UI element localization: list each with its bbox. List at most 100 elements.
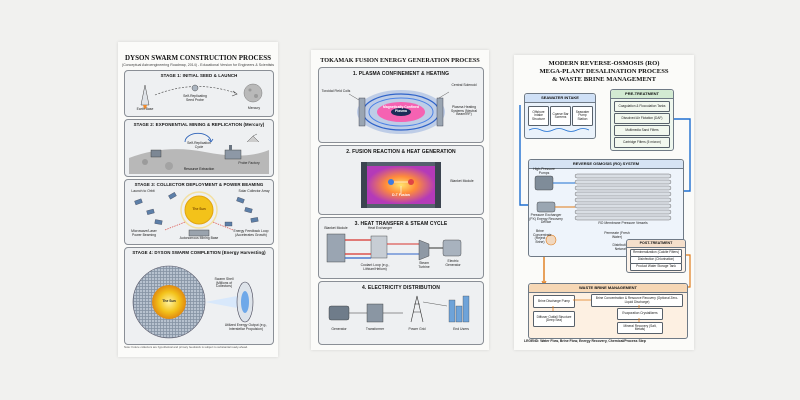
sun-icon xyxy=(184,195,214,225)
permeate-label: Permeate (Fresh Water) xyxy=(604,231,630,239)
electric-generator-icon xyxy=(442,239,462,257)
ro-desalination-panel: MODERN REVERSE-OSMOSIS (RO) MEGA-PLANT D… xyxy=(514,55,694,350)
step-3-illustration xyxy=(326,233,462,263)
stage-2-title: STAGE 2: EXPONENTIAL MINING & REPLICATIO… xyxy=(133,122,265,127)
transformer-icon xyxy=(366,303,384,323)
ro-system-illustration xyxy=(534,173,672,246)
intake-structure-box: Offshore Intake Structure xyxy=(528,106,549,126)
steam-turbine-icon xyxy=(418,239,430,261)
replication-cycle-label: Self-Replication Cycle xyxy=(187,141,211,149)
posttreatment-title: POST-TREATMENT xyxy=(627,240,685,248)
sand-filters-box: Multimedia Sand Filters xyxy=(614,125,670,136)
step-3-title: 3. HEAT TRANSFER & STEAM CYCLE xyxy=(354,221,448,227)
evaporation-box: Evaporation Crystallizers xyxy=(617,308,663,320)
tokamak-step-3: 3. HEAT TRANSFER & STEAM CYCLE Blanket M… xyxy=(318,217,484,279)
diffuser-outfall-box: Diffuser Outfall Structure (Deep Sea) xyxy=(533,311,575,327)
dyson-title: DYSON SWARM CONSTRUCTION PROCESS xyxy=(124,54,272,62)
step-2-blanket-label: Blanket Module xyxy=(450,179,474,183)
probe-factory-icon xyxy=(224,149,242,160)
probe-factory-label: Probe Factory xyxy=(238,161,260,165)
seed-probe-icon xyxy=(191,84,199,92)
pretreatment-title: PRE-TREATMENT xyxy=(611,90,673,99)
brine-flow-arrows xyxy=(552,299,640,322)
dyson-stage-1: STAGE 1: INITIAL SEED & LAUNCH Earth Bas… xyxy=(124,70,274,117)
power-grid-tower-icon xyxy=(410,295,424,323)
stage-3-sun-label: The Sun xyxy=(192,207,206,211)
rocket-icon xyxy=(140,84,150,106)
distribution-network-label: Distribution Network xyxy=(612,243,630,251)
launch-trajectory xyxy=(154,86,236,96)
seawater-intake-title: SEAWATER INTAKE xyxy=(525,94,595,103)
heat-exchanger-label: Heat Exchanger xyxy=(367,226,393,230)
mining-base-label: Autonomous Mining Base xyxy=(179,236,219,240)
brine-valve-icon xyxy=(545,234,557,246)
step-2-illustration xyxy=(361,162,441,208)
mining-base-icon xyxy=(188,229,210,237)
daf-box: Dissolved Air Flotation (DAF) xyxy=(614,113,670,124)
stage-2-illustration xyxy=(129,132,269,174)
probe-icon xyxy=(246,135,260,143)
generator-label: Generator xyxy=(331,327,347,331)
stage-4-sun-icon xyxy=(152,285,186,319)
step-1-illustration xyxy=(348,90,450,134)
tokamak-title: TOKAMAK FUSION ENERGY GENERATION PROCESS xyxy=(320,57,480,64)
fusion-reaction-label: D-T Fusion xyxy=(392,193,410,197)
pretreatment-section: PRE-TREATMENT Coagulation & Flocculation… xyxy=(610,89,674,151)
power-grid-label: Power Grid xyxy=(408,327,426,331)
storage-tank-box: Product Water Storage Tank xyxy=(630,263,682,271)
brine-recovery-box: Brine Concentration & Resource Recovery … xyxy=(591,294,683,307)
high-pressure-pump-icon xyxy=(534,175,554,191)
seed-probe-label: Self-Replicating Seed Probe xyxy=(183,94,207,102)
generator-icon xyxy=(328,305,350,321)
stage-1-title: STAGE 1: INITIAL SEED & LAUNCH xyxy=(160,73,238,78)
px-device-label: Pressure Exchanger (PX) Energy Recovery … xyxy=(529,213,563,225)
pump-station-box: Seawater Pump Station xyxy=(572,106,593,126)
end-users-icon xyxy=(448,295,470,323)
brine-concentrate-label: Brine Concentrate (Reject Brine) xyxy=(533,229,552,245)
step-2-title: 2. FUSION REACTION & HEAT GENERATION xyxy=(346,149,456,155)
intake-water-waves xyxy=(528,128,590,132)
ro-system-section: REVERSE OSMOSIS (RO) SYSTEM High-Pressur… xyxy=(528,159,684,257)
resource-extraction-label: Resource Extraction xyxy=(183,167,215,171)
transformer-label: Transformer xyxy=(365,327,385,331)
bar-screens-box: Coarse Bar Screens xyxy=(550,106,571,126)
dyson-swarm-panel: DYSON SWARM CONSTRUCTION PROCESS (Concep… xyxy=(118,42,278,357)
power-beam-lines xyxy=(164,221,234,231)
tokamak-step-4: 4. ELECTRICITY DISTRIBUTION Generator Tr… xyxy=(318,281,484,345)
ro-system-title: REVERSE OSMOSIS (RO) SYSTEM xyxy=(529,160,683,169)
dyson-stage-2: STAGE 2: EXPONENTIAL MINING & REPLICATIO… xyxy=(124,119,274,177)
tokamak-panel: TOKAMAK FUSION ENERGY GENERATION PROCESS… xyxy=(311,50,489,350)
field-coil-icon-right xyxy=(436,97,444,127)
tokamak-step-1: 1. PLASMA CONFINEMENT & HEATING Toroidal… xyxy=(318,67,484,143)
px-device-icon xyxy=(536,201,556,213)
ro-title-line-1: MODERN REVERSE-OSMOSIS (RO) xyxy=(548,60,660,67)
feedback-loop-label: Energy Feedback Loop (Accelerates Growth… xyxy=(233,229,269,237)
plasma-label: Magnetically Confined Plasma xyxy=(383,105,419,113)
deuterium-particle-icon xyxy=(388,179,394,185)
electric-generator-label: Electric Generator xyxy=(445,259,461,267)
ro-title-line-2: MEGA-PLANT DESALINATION PROCESS xyxy=(539,68,669,75)
power-beaming-label: Microwave/Laser Power Beaming xyxy=(131,229,157,237)
tokamak-step-2: 2. FUSION REACTION & HEAT GENERATION D-T… xyxy=(318,145,484,215)
central-solenoid-label: Central Solenoid xyxy=(451,83,477,87)
field-coil-icon-left xyxy=(358,97,366,127)
utilized-energy-label: Utilized Energy Output (e.g., Interstell… xyxy=(224,323,268,331)
ro-title-line-3: & WASTE BRINE MANAGEMENT xyxy=(551,76,657,83)
dyson-stage-4: STAGE 4: DYSON SWARM COMPLETION (Energy … xyxy=(124,247,274,345)
ro-legend: LEGEND: Water Flow, Brine Flow, Energy R… xyxy=(524,339,646,343)
brine-management-title: WASTE BRINE MANAGEMENT xyxy=(529,284,687,293)
pretreat-to-ro-flow xyxy=(674,118,691,192)
brine-pump-box: Brine Discharge Pump xyxy=(533,295,575,308)
mineral-recovery-box: Mineral Recovery (Salt, Metals) xyxy=(617,322,663,334)
stage-3-illustration xyxy=(134,191,259,237)
heat-exchanger-icon xyxy=(370,235,388,259)
energy-beam xyxy=(205,296,237,308)
launch-orbit-label: Launch to Orbit xyxy=(131,189,155,193)
dyson-note: Note: Future collectors are hypothetical… xyxy=(124,345,248,349)
solar-collector-label: Solar Collector Array xyxy=(238,189,270,193)
step-4-title: 4. ELECTRICITY DISTRIBUTION xyxy=(362,285,440,291)
cartridge-filters-box: Cartridge Filters (5 micron) xyxy=(614,137,670,148)
replication-cycle-arrow xyxy=(184,132,212,143)
stage-4-title: STAGE 4: DYSON SWARM COMPLETION (Energy … xyxy=(132,250,266,255)
step-1-title: 1. PLASMA CONFINEMENT & HEATING xyxy=(352,71,450,77)
